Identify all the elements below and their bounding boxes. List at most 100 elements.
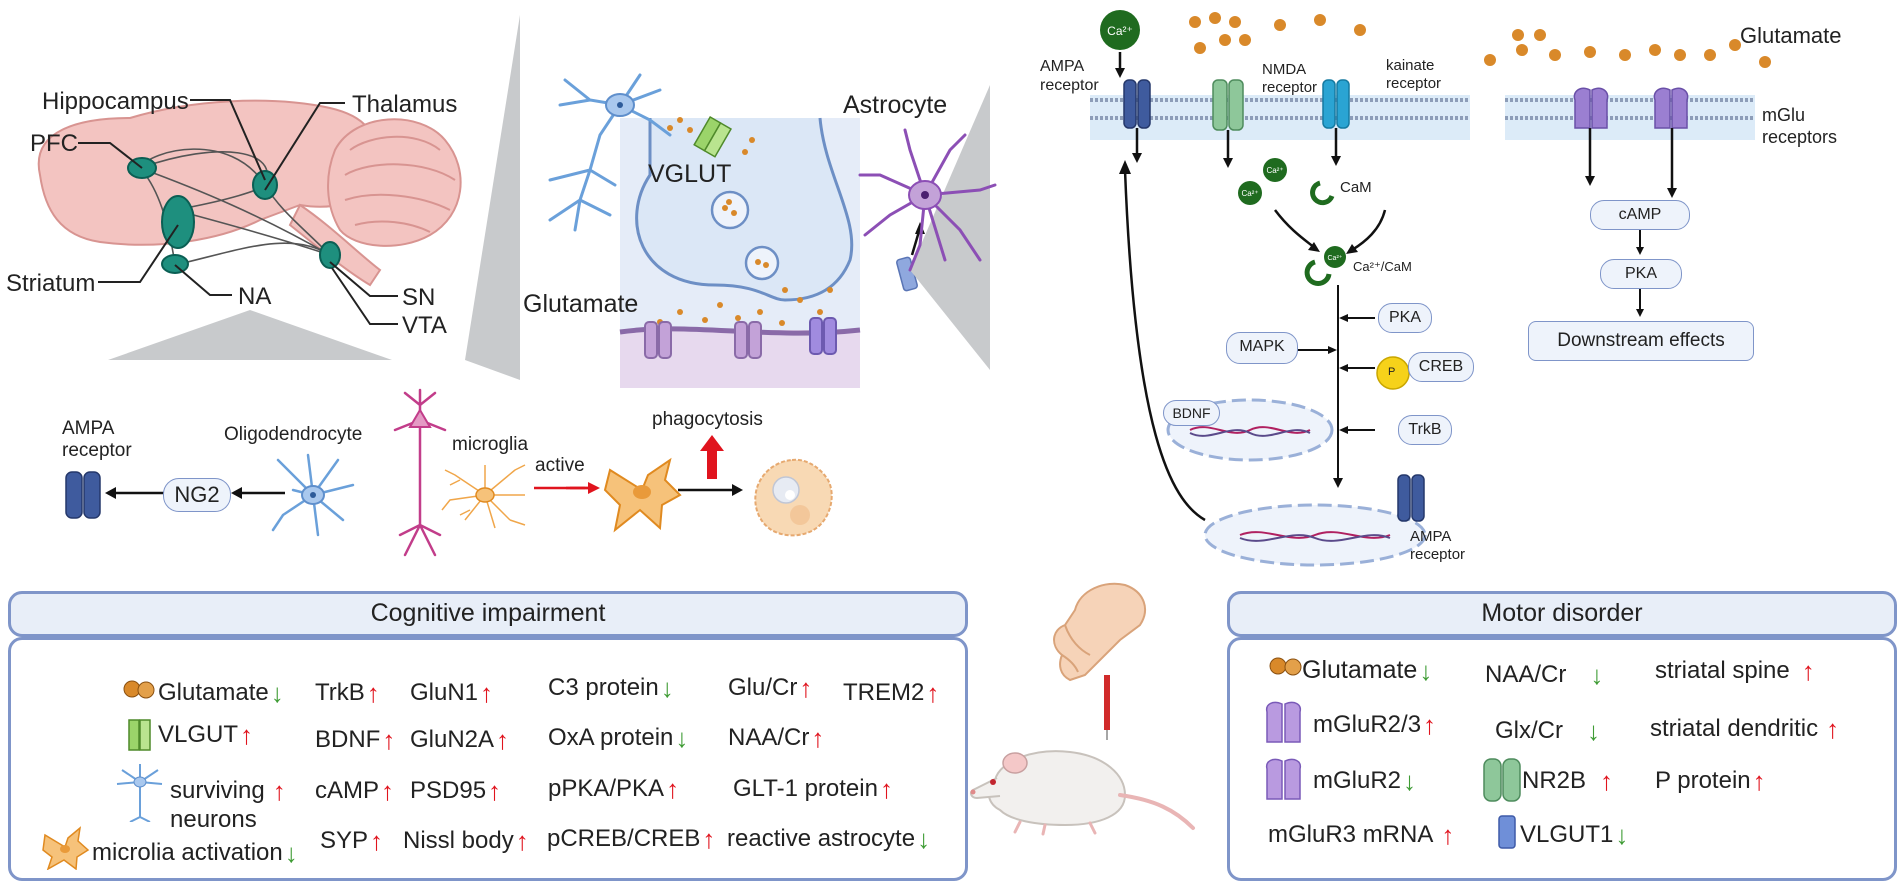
mglur2-receptor-icon <box>1265 758 1302 800</box>
down-arrow-icon: ↓ <box>660 673 674 703</box>
glutamate-dots-icon <box>1269 657 1302 676</box>
oligodendrocyte-icon <box>271 453 355 537</box>
up-arrow-icon: ↑ <box>1423 710 1437 740</box>
nmda-line-2: receptor <box>1262 79 1318 96</box>
cog-psd95: PSD95↑ <box>410 778 501 804</box>
up-arrow-icon: ↑ <box>1826 714 1840 744</box>
pyramidal-neuron-icon <box>393 388 447 557</box>
cells-ampa-line-1: AMPA <box>62 418 115 439</box>
up-arrow-icon: ↑ <box>488 776 502 806</box>
vlgut1-transporter-icon <box>1498 815 1516 849</box>
synapse-icon <box>619 85 990 388</box>
label-active: active <box>535 455 585 476</box>
downstream-effects-box: Downstream effects <box>1528 321 1754 361</box>
down-arrow-icon: ↓ <box>1615 820 1629 850</box>
motor-disorder-header: Motor disorder <box>1227 591 1897 637</box>
motor-vlgut1: VLGUT1↓ <box>1520 822 1628 848</box>
label-striatum: Striatum <box>6 270 96 297</box>
up-arrow-icon: ↑ <box>1752 766 1766 796</box>
motor-mglur2-text: mGluR2 <box>1313 767 1402 794</box>
cog-bdnf-text: BDNF <box>315 726 381 753</box>
cells-ampa-line-2: receptor <box>62 440 132 461</box>
cog-naa-cr: NAA/Cr↑ <box>728 725 824 751</box>
microglia-activation-icon <box>42 826 90 870</box>
motor-mglur3-mrna: mGluR3 mRNA↑ <box>1268 822 1454 848</box>
up-arrow-icon: ↑ <box>515 826 529 856</box>
motor-glx-cr: Glx/Cr↓ <box>1495 718 1600 744</box>
ampa-line-2: receptor <box>1040 77 1099 94</box>
cog-trkb-text: TrkB <box>315 679 365 706</box>
nmda-line-1: NMDA <box>1262 61 1307 78</box>
vglut-transporter-icon <box>128 719 151 751</box>
ampa-bottom-line-2: receptor <box>1410 546 1466 563</box>
neuron-icon <box>548 73 672 232</box>
camp-box: cAMP <box>1590 200 1690 230</box>
brain-sagittal-icon <box>37 15 520 380</box>
cog-camp: cAMP↑ <box>315 778 394 804</box>
motor-dendritic-text: striatal dendritic <box>1650 715 1819 742</box>
ampa-line-1: AMPA <box>1040 58 1085 75</box>
cog-glun1-text: GluN1 <box>410 679 479 706</box>
svg-text:Ca²⁺: Ca²⁺ <box>1328 255 1343 262</box>
label-ampa-receptor-left: AMPA receptor <box>62 418 132 462</box>
motor-striatal-spine: striatal spine↑ <box>1655 658 1815 684</box>
label-na: NA <box>238 283 272 310</box>
cog-pcreb-creb: pCREB/CREB↑ <box>547 826 715 852</box>
label-thalamus: Thalamus <box>352 91 458 118</box>
cog-ppka-text: pPKA/PKA <box>548 775 665 802</box>
motor-spine-text: striatal spine <box>1655 657 1790 684</box>
label-astrocyte: Astrocyte <box>843 91 948 119</box>
label-glutamate-mglu: Glutamate <box>1740 23 1842 48</box>
cog-glun2a-text: GluN2A <box>410 726 495 753</box>
creb-box: CREB <box>1408 352 1474 382</box>
up-arrow-icon: ↑ <box>381 776 395 806</box>
cog-neurons: neurons <box>170 806 257 833</box>
phagocytosis-up-arrow <box>700 435 724 479</box>
motor-mglur23-text: mGluR2/3 <box>1313 711 1422 738</box>
motor-glxcr-text: Glx/Cr <box>1495 717 1563 744</box>
motor-nr2b: NR2B↑ <box>1522 768 1613 794</box>
up-arrow-icon: ↑ <box>702 824 716 854</box>
bdnf-box: BDNF <box>1163 400 1220 426</box>
cog-microglia-activation: microlia activation↓ <box>92 840 298 866</box>
down-arrow-icon: ↓ <box>675 723 689 753</box>
cog-glutamate: Glutamate↓ <box>158 680 284 706</box>
cog-trem2: TREM2↑ <box>843 680 939 706</box>
label-microglia: microglia <box>452 434 529 455</box>
motor-glutamate: Glutamate↓ <box>1302 658 1432 685</box>
down-arrow-icon: ↓ <box>917 824 931 854</box>
pka-mglu-box: PKA <box>1600 259 1682 289</box>
up-arrow-icon: ↑ <box>366 678 380 708</box>
mglu-line-1: mGlu <box>1762 105 1806 125</box>
cog-trem2-text: TREM2 <box>843 679 925 706</box>
microglia-icon <box>441 464 526 529</box>
cog-glt1-protein: GLT-1 protein↑ <box>733 776 893 802</box>
cog-camp-text: cAMP <box>315 777 380 804</box>
label-glutamate-synapse: Glutamate <box>523 290 639 318</box>
label-ampa-receptor-bottom: AMPA receptor <box>1410 528 1465 564</box>
up-arrow-icon: ↑ <box>496 725 510 755</box>
cog-reactive-astrocyte: reactive astrocyte↓ <box>727 826 930 852</box>
cog-oxa-text: OxA protein <box>548 724 674 751</box>
cog-ppka-pka: pPKA/PKA↑ <box>548 776 679 802</box>
motor-mglur3-text: mGluR3 mRNA <box>1268 821 1434 848</box>
pka-box: PKA <box>1378 303 1432 333</box>
motor-naa-cr: NAA/Cr↓ <box>1485 662 1603 688</box>
svg-text:Ca²⁺: Ca²⁺ <box>1266 166 1283 175</box>
motor-mglur23: mGluR2/3↑ <box>1313 712 1436 738</box>
cog-glucr-text: Glu/Cr <box>728 674 798 701</box>
ampa-bottom-line-1: AMPA <box>1410 528 1452 545</box>
up-arrow-icon: ↑ <box>799 673 813 703</box>
receptor-icon <box>65 471 101 519</box>
astrocyte-icon <box>858 128 997 272</box>
label-vta: VTA <box>402 312 447 339</box>
up-arrow-icon: ↑ <box>272 776 286 806</box>
cog-glun2a: GluN2A↑ <box>410 727 509 753</box>
trkb-box: TrkB <box>1398 415 1452 445</box>
cognitive-impairment-header: Cognitive impairment <box>8 591 968 637</box>
cog-glutamate-text: Glutamate <box>158 679 269 706</box>
label-vglut: VGLUT <box>648 160 732 188</box>
motor-striatal-dendritic: striatal dendritic ↑ <box>1650 716 1839 742</box>
mglur23-receptor-icon <box>1265 701 1302 743</box>
label-oligodendrocyte: Oligodendrocyte <box>224 424 363 445</box>
